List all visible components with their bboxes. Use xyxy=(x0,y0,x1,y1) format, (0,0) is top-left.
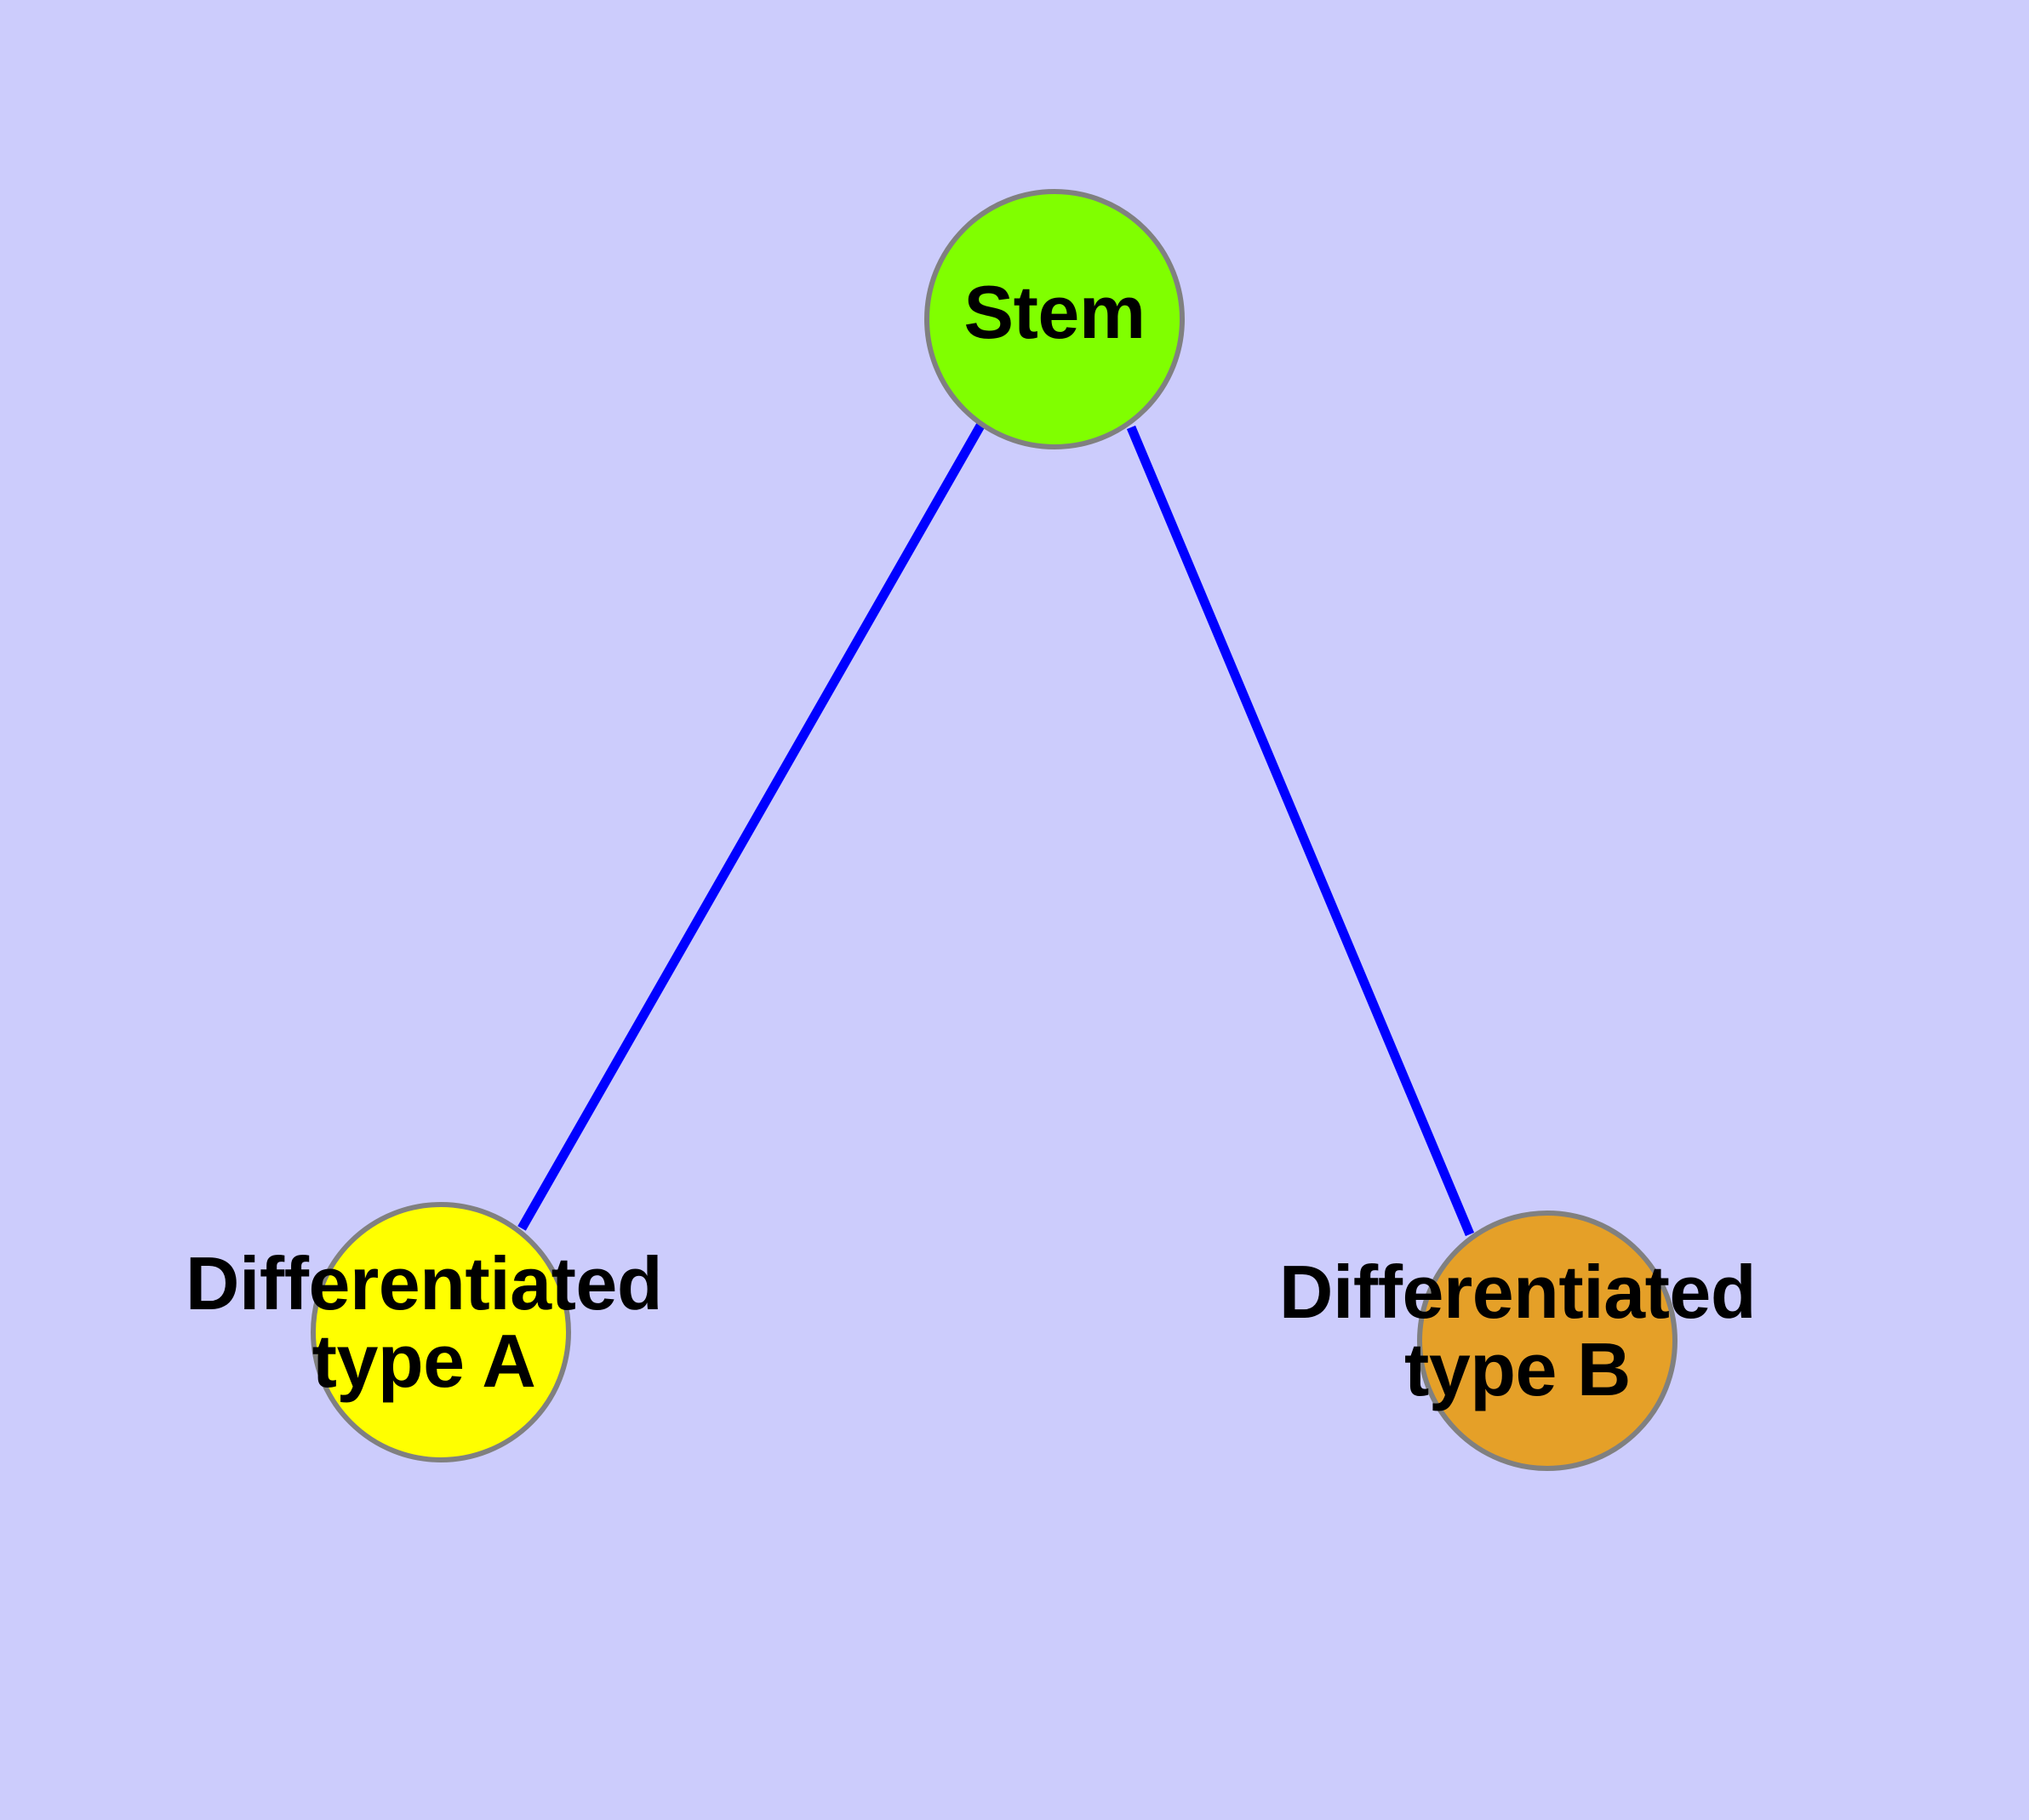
node-differentiated-type-b-label: Differentiated type B xyxy=(1278,1250,1757,1411)
edge-stem-to-diff-b xyxy=(1126,425,1475,1237)
node-stem[interactable] xyxy=(924,189,1185,449)
node-differentiated-type-b[interactable] xyxy=(1417,1210,1677,1471)
node-stem-label: Stem xyxy=(963,270,1146,354)
node-differentiated-type-a-label: Differentiated type A xyxy=(185,1241,663,1403)
edge-stem-to-diff-a xyxy=(517,423,985,1231)
node-differentiated-type-a[interactable] xyxy=(311,1202,571,1462)
